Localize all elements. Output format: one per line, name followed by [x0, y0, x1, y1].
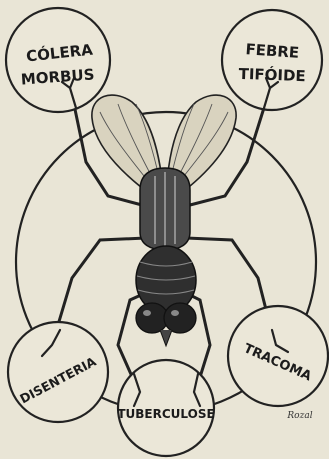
label-febre-line1: FEBRE [245, 40, 300, 62]
fly-thorax [140, 168, 190, 250]
label-tuberculose: TUBERCULOSE [117, 407, 214, 421]
artist-signature: Rozal [286, 411, 312, 421]
label-febre-line2: TIFÓIDE [238, 64, 306, 85]
